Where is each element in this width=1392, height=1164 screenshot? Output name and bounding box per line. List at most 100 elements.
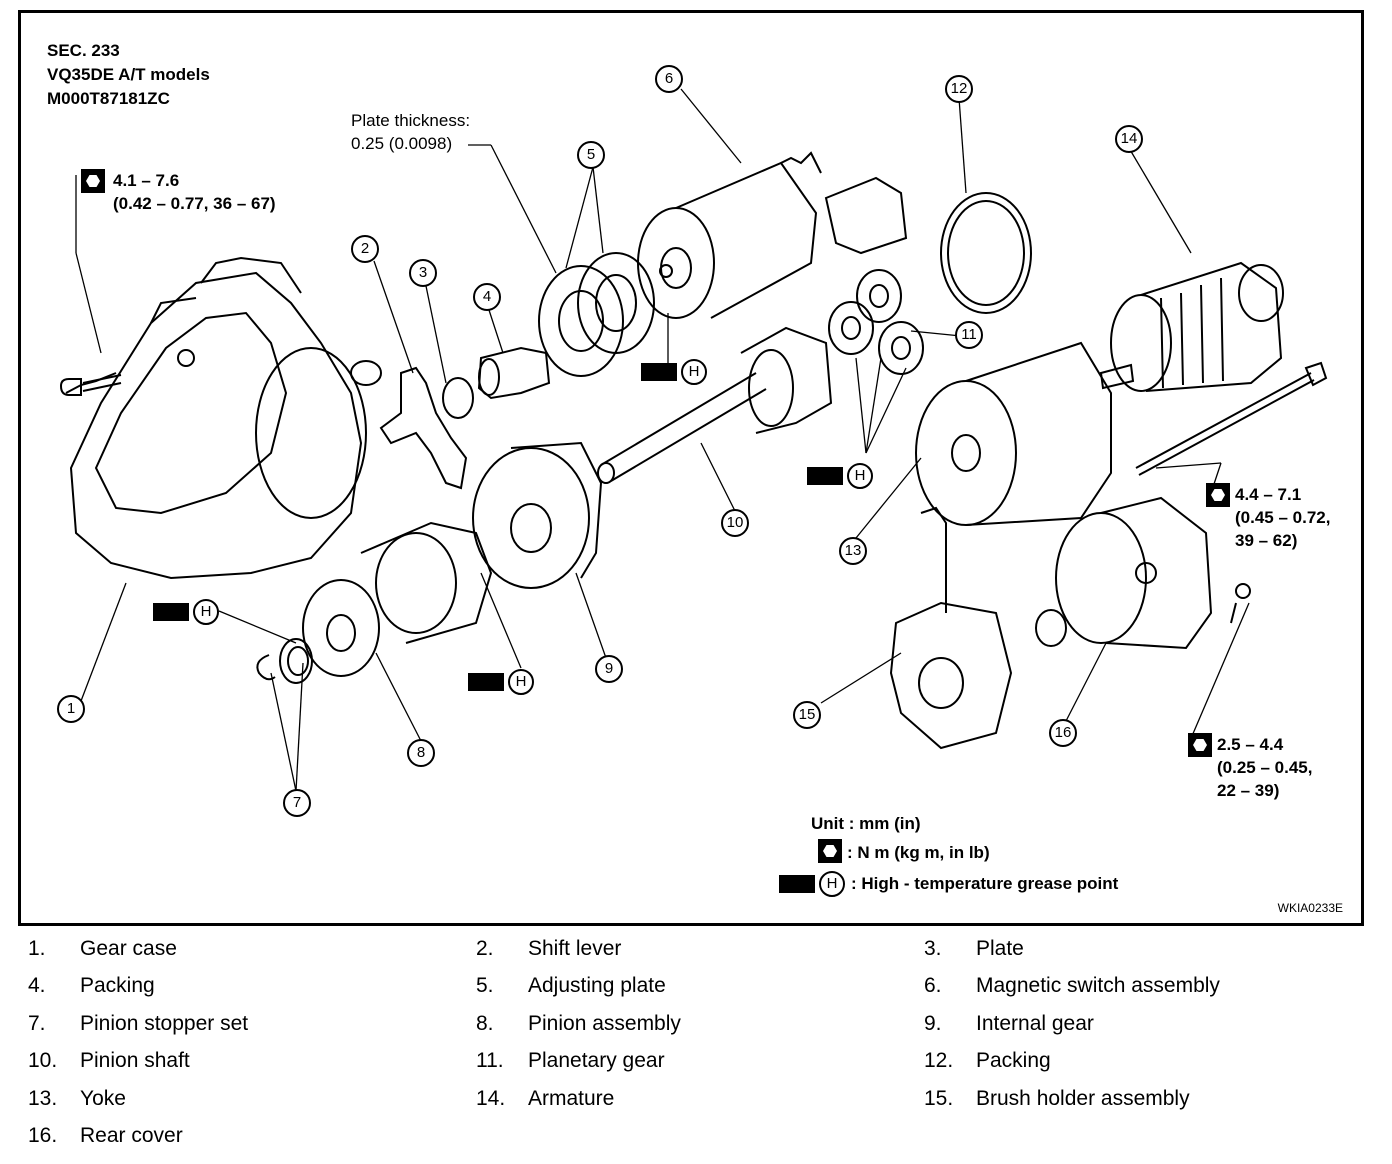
unit-legend: Unit : mm (in) — [811, 814, 921, 833]
parts-list-item: 16.Rear cover — [28, 1117, 468, 1154]
gear-case-shape — [59, 256, 367, 580]
part-number: 12. — [924, 1049, 954, 1073]
part-name: Magnetic switch assembly — [976, 974, 1220, 998]
plate-thickness-label: Plate thickness: 0.25 (0.0098) — [351, 109, 470, 155]
part-number: 5. — [476, 974, 494, 998]
leader-lines — [75, 88, 1250, 792]
planetary-gear-shape — [828, 269, 924, 375]
torque-spec-2-alt2: 39 – 62) — [1235, 531, 1298, 550]
parts-list-item: 13.Yoke — [28, 1080, 468, 1117]
callout-11: 11 — [955, 321, 983, 349]
plate-thickness-title: Plate thickness: — [351, 111, 471, 130]
pinion-shaft-shape — [597, 326, 833, 484]
part-number: 11. — [476, 1049, 504, 1073]
figure-code: WKIA0233E — [1277, 901, 1343, 915]
parts-list-item: 2.Shift lever — [476, 930, 916, 967]
parts-list-item: 11. Planetary gear — [476, 1042, 916, 1079]
part-name: Gear case — [80, 937, 177, 960]
parts-list-item: 4. Packing — [28, 967, 468, 1004]
parts-list-item: 12. Packing — [924, 1042, 1364, 1079]
torque-wrench-icon — [81, 169, 105, 193]
grease-h-symbol: H — [508, 669, 534, 695]
model-name: VQ35DE A/T models — [47, 65, 210, 84]
torque-spec-2-value: 4.4 – 7.1 — [1235, 485, 1302, 504]
grease-h-symbol: H — [819, 871, 845, 897]
exploded-diagram: SEC. 233 VQ35DE A/T models M000T87181ZC … — [18, 10, 1364, 926]
callout-9: 9 — [595, 655, 623, 683]
callout-6: 6 — [655, 65, 683, 93]
grease-h-symbol: H — [193, 599, 219, 625]
plate-thickness-value: 0.25 (0.0098) — [351, 134, 453, 153]
grease-legend: : High - temperature grease point — [851, 874, 1119, 893]
callout-10: 10 — [721, 509, 749, 537]
part-name: Planetary gear — [528, 1049, 665, 1073]
part-name: Pinion assembly — [528, 1011, 681, 1035]
torque-spec-3-value: 2.5 – 4.4 — [1217, 735, 1284, 754]
small-bolt-shape — [1230, 583, 1251, 624]
brush-holder-shape — [889, 506, 1013, 750]
grease-h-symbol: H — [681, 359, 707, 385]
callout-16: 16 — [1049, 719, 1077, 747]
callout-12: 12 — [945, 75, 973, 103]
diagram-drawing — [59, 88, 1328, 792]
part-number: 14. — [476, 1086, 506, 1110]
section-number: SEC. 233 — [47, 41, 120, 60]
callout-8: 8 — [407, 739, 435, 767]
parts-list-item: 14. Armature — [476, 1080, 916, 1117]
shift-lever-shape — [350, 360, 468, 490]
torque-legend: : N m (kg m, in lb) — [847, 843, 990, 862]
torque-spec-2-alt: (0.45 – 0.72, — [1235, 508, 1331, 527]
part-number: 7. — [28, 1011, 46, 1035]
parts-list-item: 8. Pinion assembly — [476, 1005, 916, 1042]
torque-wrench-icon — [1188, 733, 1212, 757]
parts-list-item: 10. Pinion shaft — [28, 1042, 468, 1079]
magnetic-switch-shape — [637, 151, 908, 319]
adjusting-plate-shape — [538, 252, 655, 377]
parts-list-item: 15.Brush holder assembly — [924, 1080, 1364, 1117]
part-name: Adjusting plate — [528, 974, 666, 998]
torque-spec-1-value: 4.1 – 7.6 — [113, 171, 180, 190]
part-number: 10. — [28, 1049, 58, 1073]
packing-shape — [477, 346, 551, 400]
plate-shape — [442, 377, 474, 419]
pinion-stopper-shape — [256, 638, 313, 684]
part-number: 8. — [476, 1011, 494, 1035]
part-number: 4. — [28, 974, 46, 998]
diagram-code: M000T87181ZC — [47, 89, 170, 108]
callout-13: 13 — [839, 537, 867, 565]
part-number: 1. — [28, 937, 46, 960]
torque-spec-3-alt: (0.25 – 0.45, — [1217, 758, 1313, 777]
torque-spec-1: 4.1 – 7.6 (0.42 – 0.77, 36 – 67) — [113, 169, 276, 215]
callout-7: 7 — [283, 789, 311, 817]
callout-3: 3 — [409, 259, 437, 287]
part-number: 3. — [924, 937, 942, 960]
internal-gear-shape — [472, 441, 603, 589]
callout-14: 14 — [1115, 125, 1143, 153]
part-name: Pinion shaft — [80, 1049, 190, 1073]
torque-wrench-icon — [1206, 483, 1230, 507]
through-bolt-shape — [1135, 361, 1328, 476]
part-name: Shift lever — [528, 937, 622, 960]
part-number: 13. — [28, 1086, 58, 1110]
part-name: Internal gear — [976, 1011, 1094, 1035]
pinion-assembly-shape — [302, 521, 493, 677]
part-name: Packing — [976, 1049, 1051, 1073]
part-name: Pinion stopper set — [80, 1011, 249, 1035]
part-number: 16. — [28, 1124, 58, 1147]
torque-spec-3: 2.5 – 4.4 (0.25 – 0.45, 22 – 39) — [1217, 733, 1312, 802]
parts-list-item: 9.Internal gear — [924, 1005, 1364, 1042]
part-name: Brush holder assembly — [976, 1086, 1190, 1110]
torque-wrench-icon — [818, 839, 842, 863]
part-number: 6. — [924, 974, 942, 998]
parts-list-item: 7. Pinion stopper set — [28, 1005, 468, 1042]
part-name: Armature — [528, 1086, 615, 1110]
packing-ring-shape — [940, 192, 1032, 314]
parts-list-item: 5. Adjusting plate — [476, 967, 916, 1004]
callout-4: 4 — [473, 283, 501, 311]
parts-list-item: 1. Gear case — [28, 930, 468, 967]
yoke-shape — [915, 341, 1112, 526]
callout-1: 1 — [57, 695, 85, 723]
grease-h-symbol: H — [847, 463, 873, 489]
callout-5: 5 — [577, 141, 605, 169]
part-name: Packing — [80, 974, 155, 998]
